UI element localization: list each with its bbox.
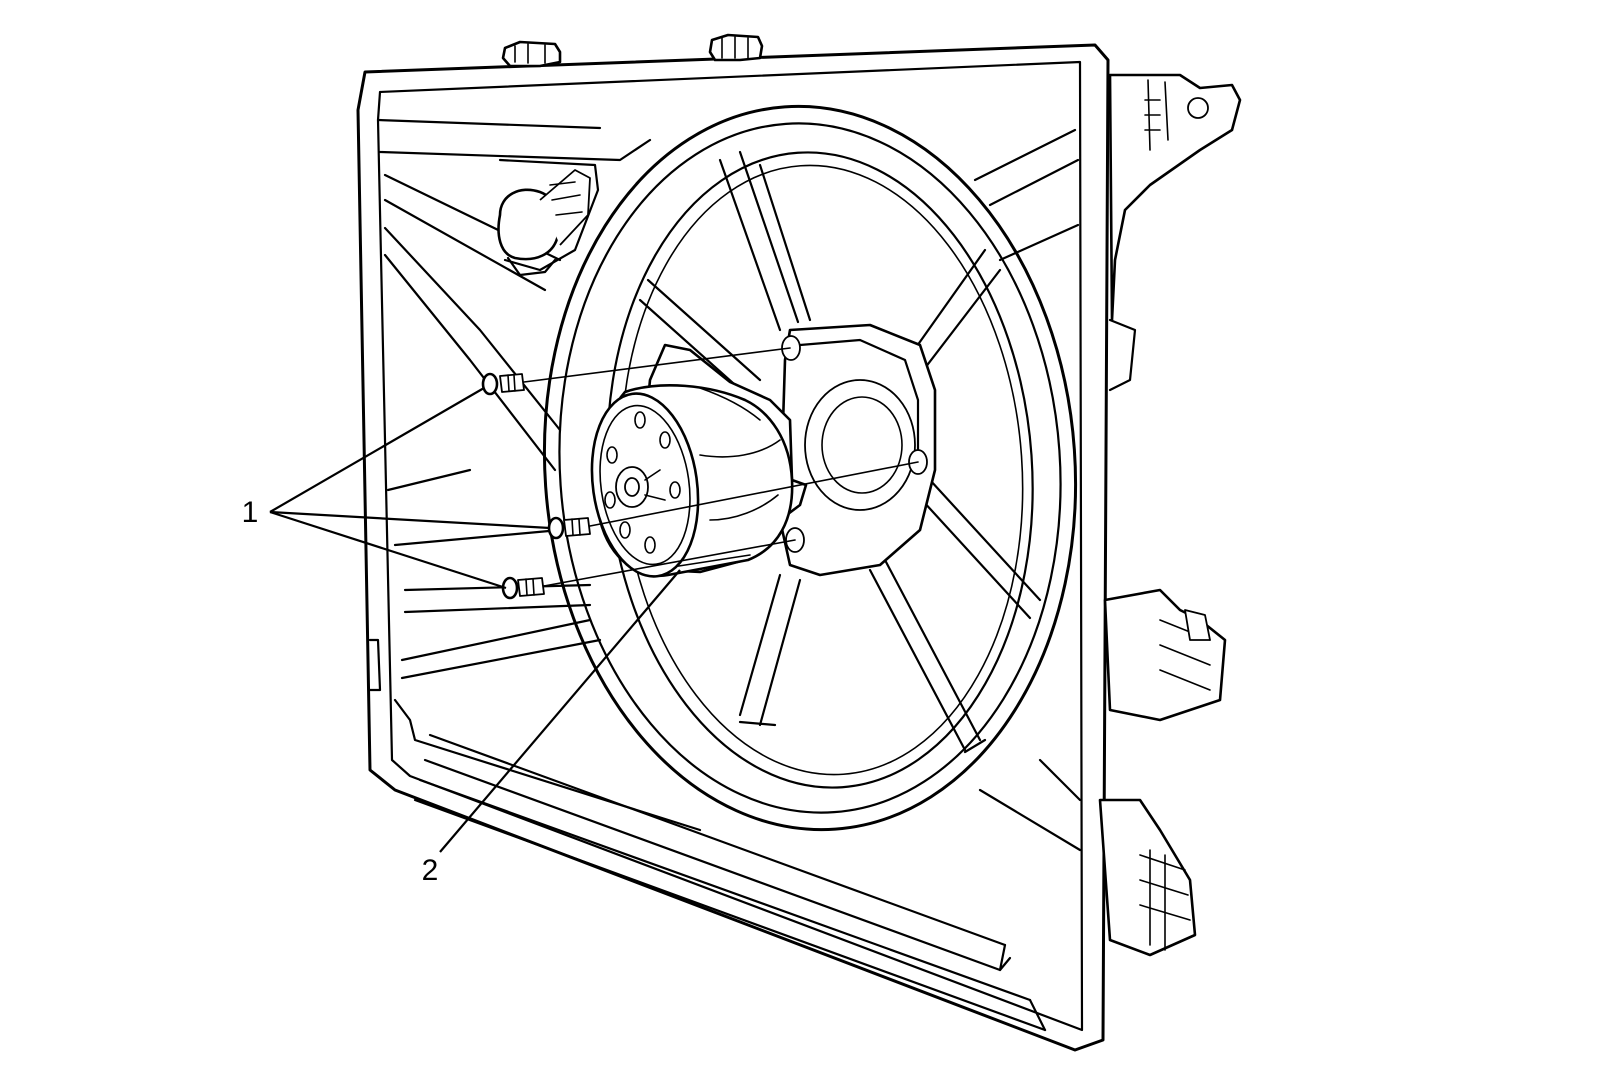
callout-1: 1: [242, 387, 551, 590]
right-side-brackets: [1098, 73, 1242, 957]
electrical-connector: [497, 158, 600, 277]
callout-label-2: 2: [422, 854, 439, 887]
cooling-fan-motor: [590, 343, 808, 578]
bolt-middle: [547, 516, 591, 540]
fan-hub-mount: [778, 323, 937, 577]
bolt-lower: [501, 576, 545, 600]
top-mounting-clips: [501, 33, 764, 68]
callout-label-1: 1: [242, 496, 259, 529]
callout-2: 2: [422, 569, 681, 887]
lower-trim-bar: [413, 733, 1047, 1032]
bolt-upper: [481, 372, 525, 396]
fan-spokes: [638, 150, 1042, 754]
fan-shroud-frame: [356, 43, 1110, 1052]
bolts: [481, 347, 919, 600]
